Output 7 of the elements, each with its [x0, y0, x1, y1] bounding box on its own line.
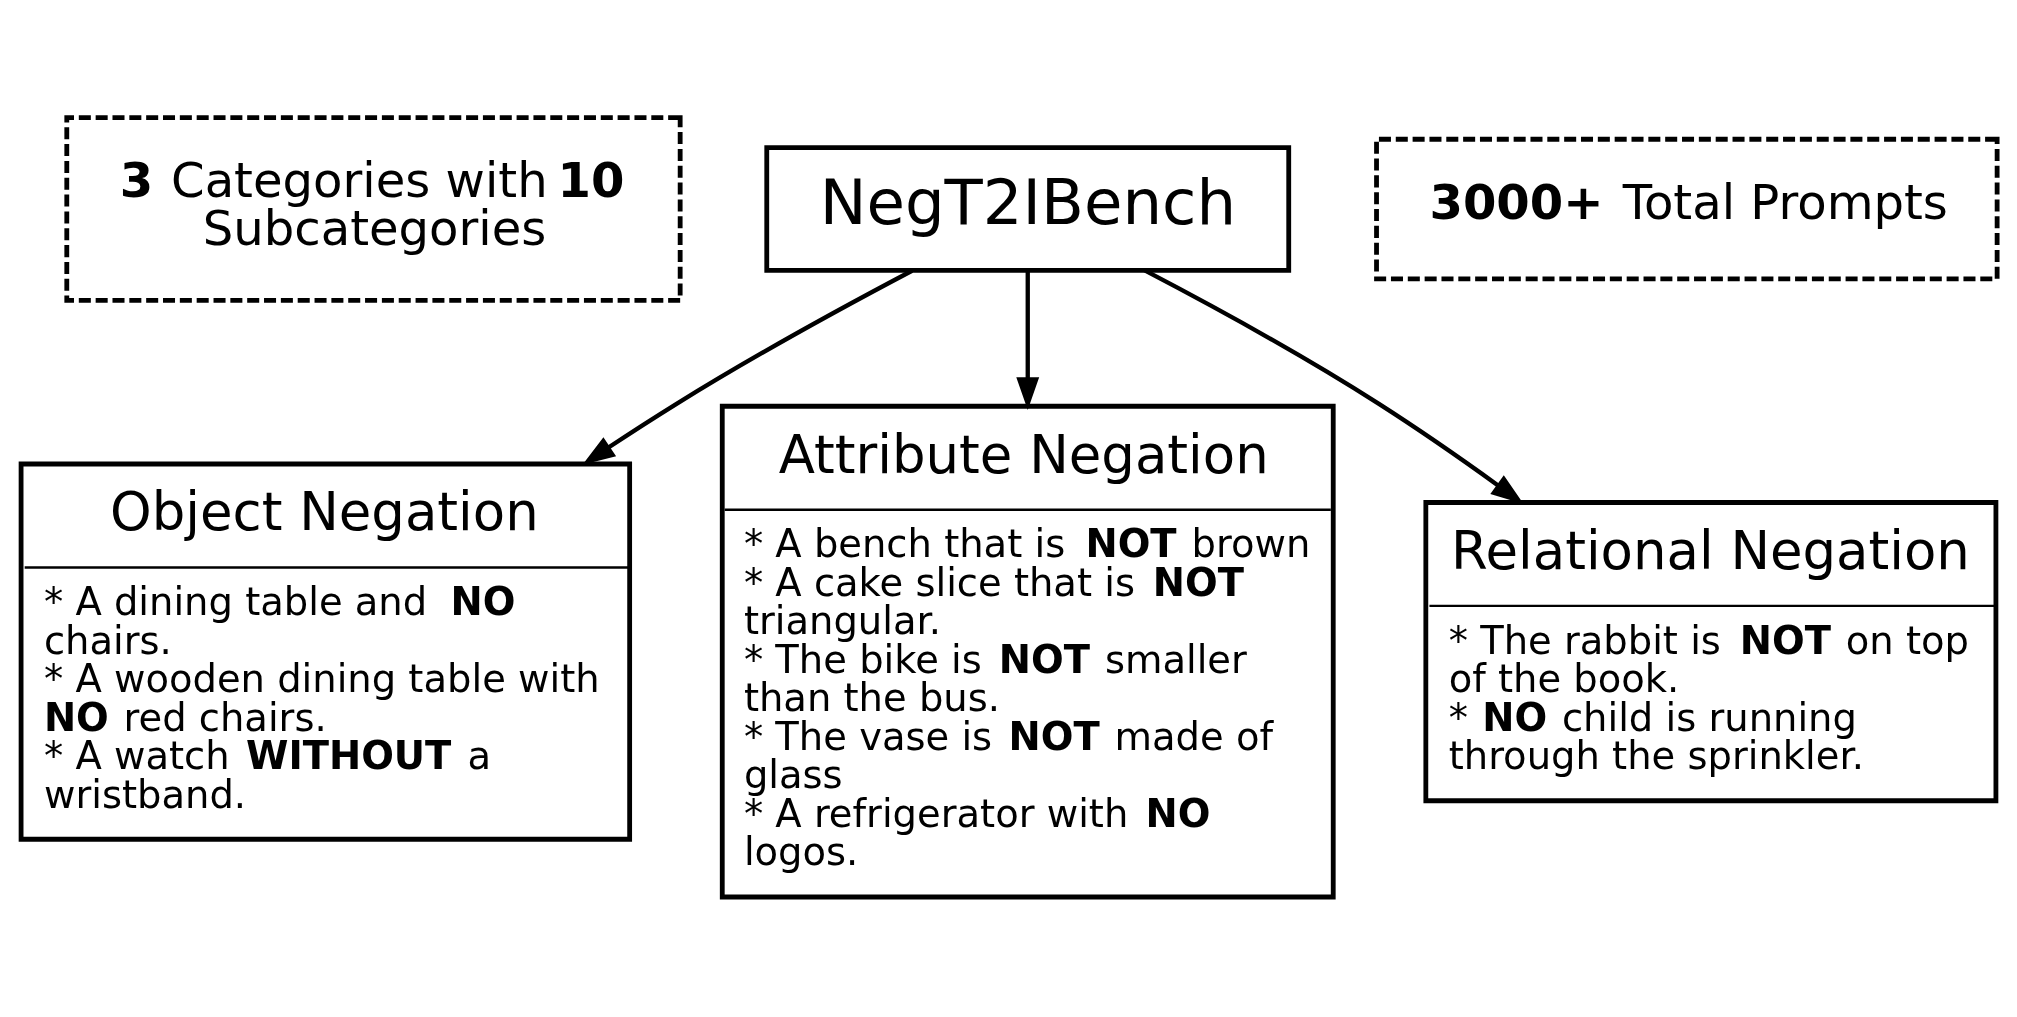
node-box: 3 Categories with 10 Subcategories: [64, 115, 683, 303]
node-box: 3000+ Total Prompts: [1374, 136, 2000, 282]
node-box: NegT2IBench: [764, 145, 1292, 273]
node-box: Object Negation * A dining table and NO chairs. * A wooden dining table with NO red chairs. * A watch WITHOUT a wristband.: [18, 461, 633, 842]
arrow: [1016, 270, 1040, 410]
node-box: Attribute Negation * A bench that is NOT brown * A cake slice that is NOT triangular. * The bike is NOT smaller than the bus. * The vase is NOT made of glass * A refrigerator with NO logos.: [719, 403, 1336, 900]
node-box: Relational Negation * The rabbit is NOT on top of the book. *NO child is running through the sprinkler.: [1423, 500, 1999, 804]
